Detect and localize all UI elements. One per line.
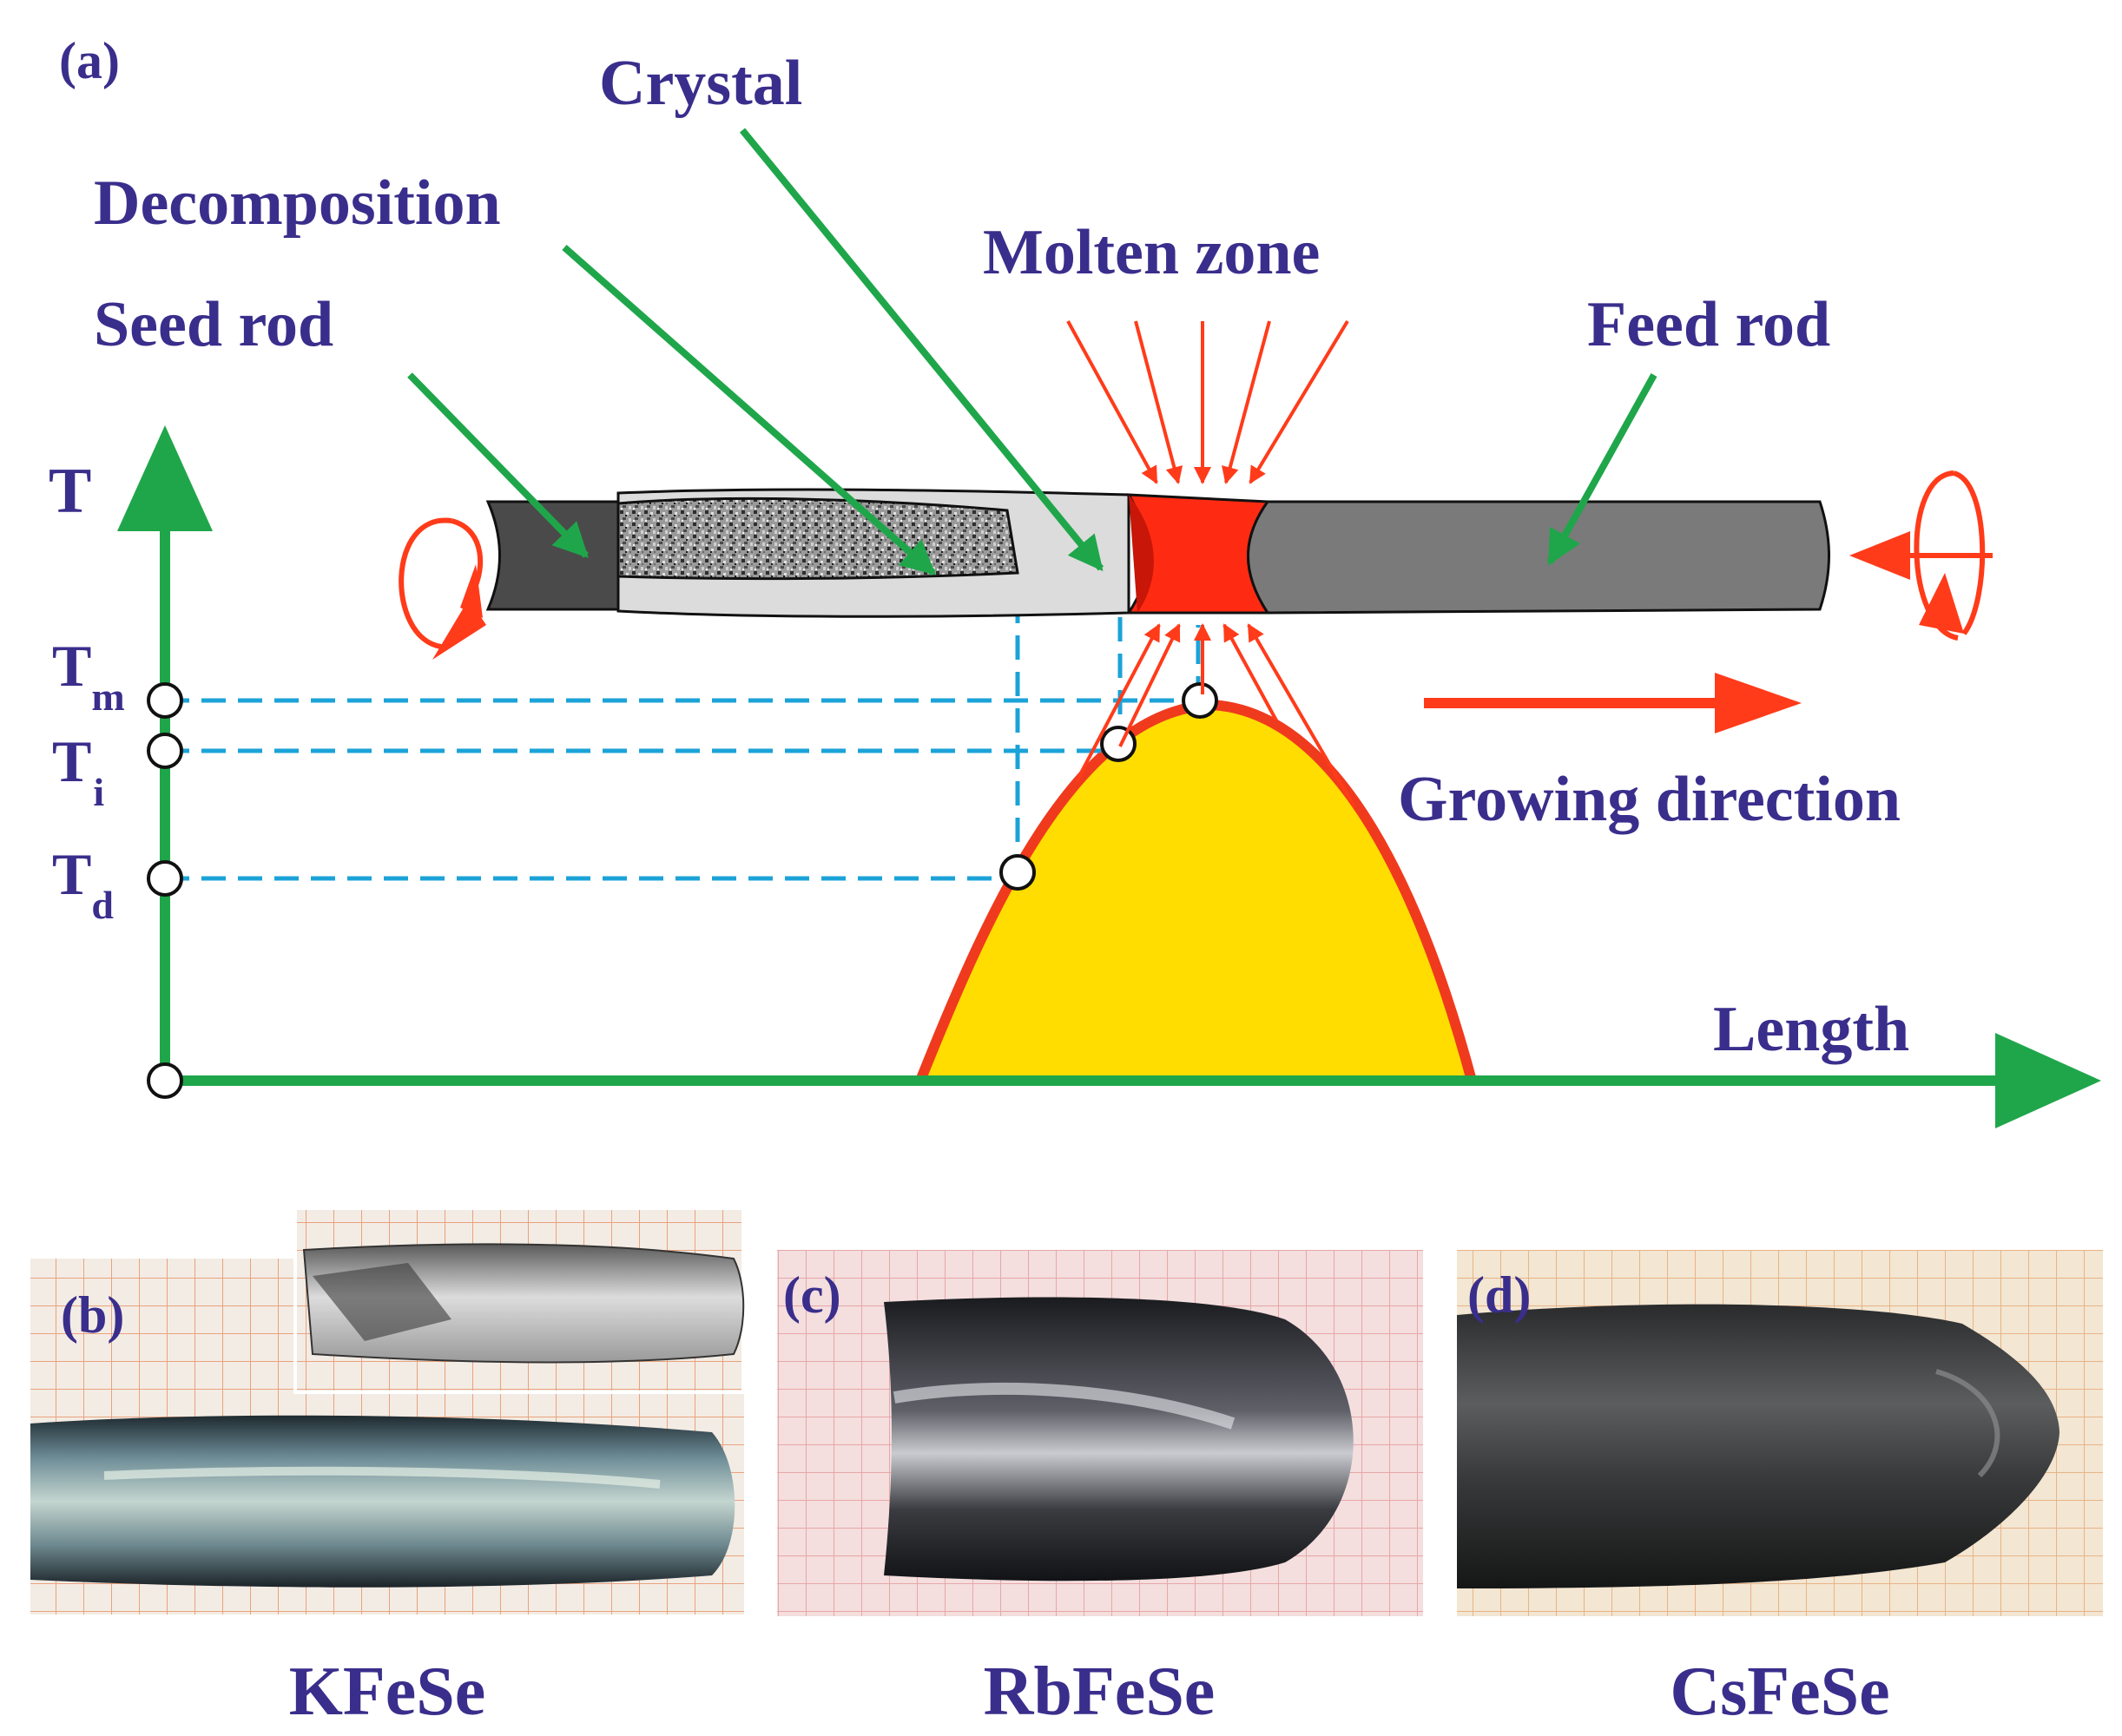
seed-rod-label: Seed rod bbox=[94, 289, 333, 360]
marker-tm-curve bbox=[1182, 682, 1218, 719]
decomposition-region bbox=[616, 496, 1019, 581]
photo-panel-d: (d) bbox=[1457, 1250, 2103, 1616]
x-axis-arrowhead bbox=[1995, 1033, 2101, 1128]
marker-td-curve bbox=[999, 854, 1036, 891]
panel-d-label: (d) bbox=[1467, 1266, 1531, 1324]
tick-td: Td bbox=[52, 841, 114, 927]
marker-origin bbox=[147, 1062, 183, 1099]
growing-direction-label: Growing direction bbox=[1398, 764, 1901, 835]
photo-panel-b: (b) bbox=[30, 1207, 745, 1614]
crystal-pointer bbox=[739, 128, 1104, 572]
kfese-crystal-photo bbox=[30, 1415, 735, 1588]
feed-rod-pointer bbox=[1546, 373, 1657, 566]
pointer-arrows bbox=[407, 128, 1657, 575]
marker-tm-axis bbox=[147, 682, 183, 719]
feed-rod-label: Feed rod bbox=[1587, 289, 1830, 360]
compound-name-kfese: KFeSe bbox=[289, 1654, 486, 1730]
photo-panel-c: (c) bbox=[777, 1250, 1423, 1616]
heat-arrows bbox=[1066, 319, 1356, 809]
tick-tm: Tm bbox=[52, 633, 125, 719]
markers bbox=[147, 682, 1218, 1099]
marker-ti-curve bbox=[1100, 726, 1137, 762]
csfese-crystal-photo bbox=[1457, 1304, 2059, 1588]
panel-c-label: (c) bbox=[783, 1266, 841, 1324]
y-axis-arrowhead bbox=[117, 425, 213, 531]
x-axis-label: Length bbox=[1713, 994, 1909, 1065]
seed-rod-pointer bbox=[407, 372, 589, 558]
feed-rod bbox=[1247, 500, 1830, 615]
decomposition-label: Decomposition bbox=[94, 168, 501, 239]
decomposition-pointer bbox=[562, 245, 936, 575]
melt-interface bbox=[1129, 495, 1154, 613]
tick-ti: Ti bbox=[52, 728, 104, 814]
crystal-label: Crystal bbox=[599, 48, 802, 119]
panel-a: (a) Crystal Decomposition Molten zone Se… bbox=[49, 32, 2101, 1128]
molten-zone-label: Molten zone bbox=[983, 217, 1320, 288]
feed-rotation-icon bbox=[1849, 470, 1993, 641]
panel-a-label: (a) bbox=[59, 32, 120, 89]
panel-b-label: (b) bbox=[61, 1286, 124, 1344]
marker-td-axis bbox=[147, 860, 183, 897]
rbfese-crystal-photo bbox=[884, 1297, 1354, 1581]
tick-labels: Tm Ti Td bbox=[52, 633, 125, 927]
rod-assembly bbox=[485, 488, 1830, 618]
y-axis-label: T bbox=[49, 456, 91, 527]
axes bbox=[117, 425, 2101, 1128]
growing-direction-arrow bbox=[1424, 673, 1802, 733]
marker-ti-axis bbox=[147, 733, 183, 769]
compound-name-csfese: CsFeSe bbox=[1670, 1654, 1889, 1730]
seed-rotation-icon bbox=[399, 517, 486, 660]
temperature-profile-curve bbox=[915, 700, 1477, 1086]
compound-name-rbfese: RbFeSe bbox=[984, 1654, 1216, 1730]
